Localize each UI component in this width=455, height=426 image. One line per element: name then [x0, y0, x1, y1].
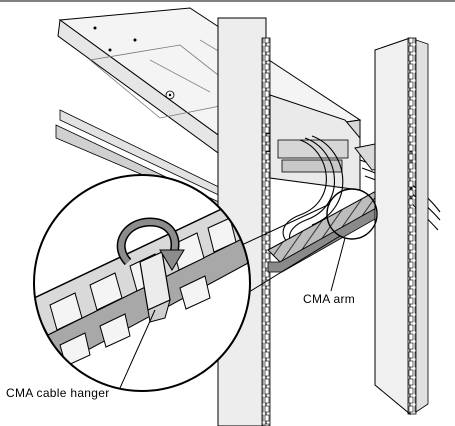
magnifier-line-top	[230, 203, 331, 251]
cma-arm-label: CMA arm	[303, 292, 356, 306]
cma-cable-hanger-label: CMA cable hanger	[6, 386, 110, 400]
detail-circle	[326, 188, 378, 240]
magnified-view	[33, 174, 251, 392]
cable-hanger-strap	[139, 251, 171, 323]
magnifier-line-bottom	[235, 235, 341, 301]
cma-arm-leader	[330, 237, 346, 292]
rotate-arrow-icon	[116, 217, 185, 271]
cma-cable-hanger-leader	[119, 309, 156, 389]
rack-post-right	[374, 37, 429, 416]
